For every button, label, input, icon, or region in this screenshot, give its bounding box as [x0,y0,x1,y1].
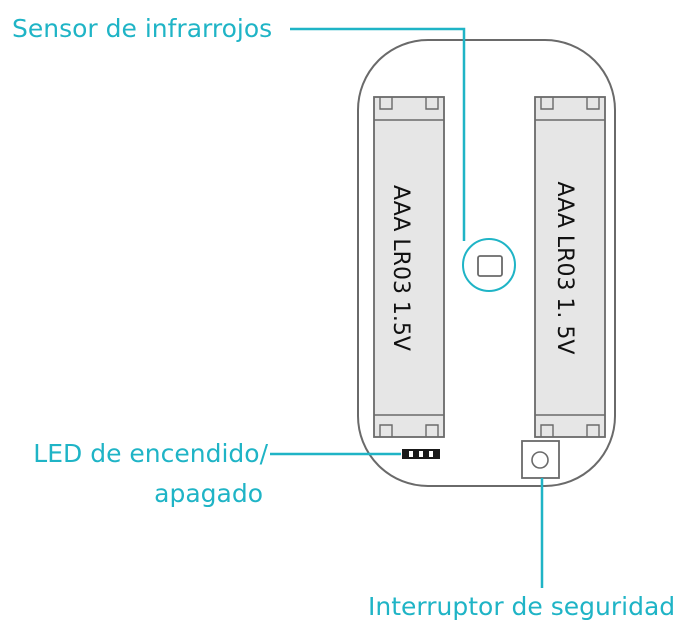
led-indicator [402,449,440,459]
safety-switch [521,440,560,479]
infrared-sensor [462,238,516,292]
battery-left-label: AAA LR03 1.5V [388,185,413,351]
battery-right: AAA LR03 1. 5V [534,96,606,438]
switch-label: Interruptor de seguridad [368,592,676,621]
battery-right-label: AAA LR03 1. 5V [552,182,577,355]
battery-left: AAA LR03 1.5V [373,96,445,438]
led-label-line2: apagado [154,479,263,508]
sensor-label: Sensor de infrarrojos [12,14,273,43]
sensor-leader-line [290,27,466,241]
led-label-line1: LED de encendido/ [33,439,268,468]
